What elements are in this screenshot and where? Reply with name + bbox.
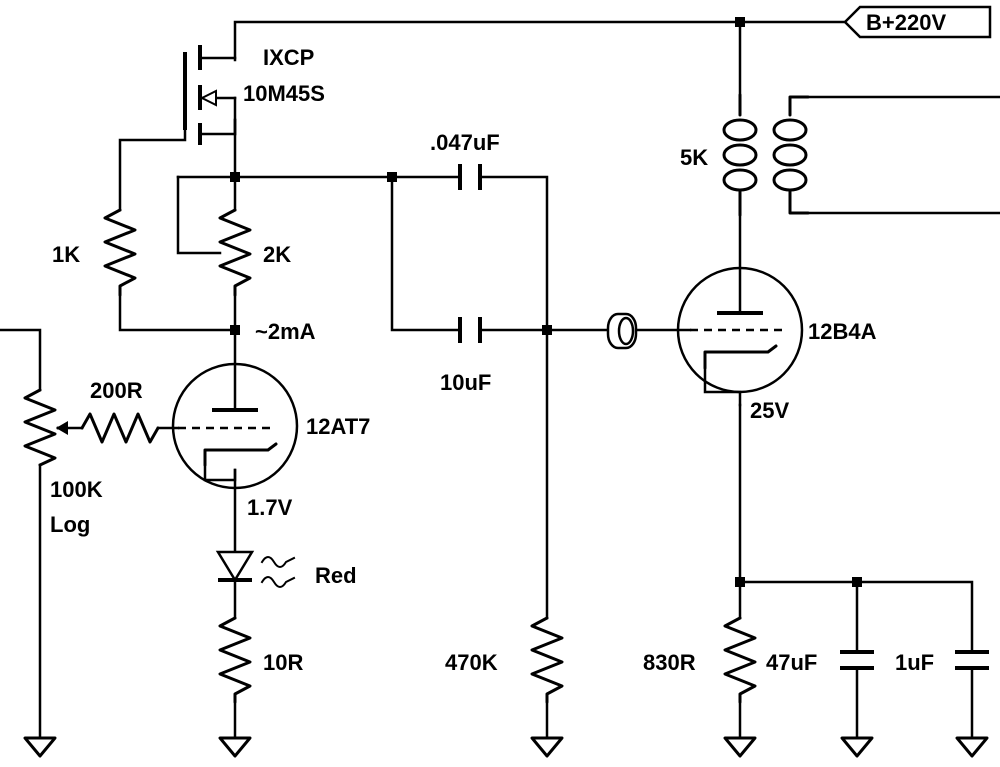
capacitor-10uf bbox=[458, 317, 482, 343]
label-pot-taper: Log bbox=[50, 512, 90, 537]
label-led: Red bbox=[315, 563, 357, 588]
label-cap-1u: 1uF bbox=[895, 650, 934, 675]
resistor-2k bbox=[218, 208, 252, 297]
label-830r: 830R bbox=[643, 650, 696, 675]
label-cathode-out-v: 25V bbox=[750, 398, 789, 423]
label-tube-in: 12AT7 bbox=[306, 414, 370, 439]
ground-symbol bbox=[218, 736, 252, 758]
ground-symbol bbox=[955, 736, 989, 758]
junctions bbox=[230, 17, 862, 587]
junction-dot bbox=[735, 577, 745, 587]
ground-symbol bbox=[530, 736, 564, 758]
label-current: ~2mA bbox=[255, 319, 316, 344]
junction-dot bbox=[230, 325, 240, 335]
label-cap-047: .047uF bbox=[430, 130, 500, 155]
label-2k: 2K bbox=[263, 242, 291, 267]
resistor-10r bbox=[218, 616, 252, 704]
label-200r: 200R bbox=[90, 378, 143, 403]
resistor-830r bbox=[723, 616, 757, 704]
ferrite-bead bbox=[606, 312, 638, 350]
led bbox=[215, 550, 296, 588]
wires bbox=[0, 20, 1000, 740]
label-pot-value: 100K bbox=[50, 477, 103, 502]
ground-symbol bbox=[723, 736, 757, 758]
junction-dot bbox=[852, 577, 862, 587]
label-cap-10u: 10uF bbox=[440, 370, 491, 395]
resistor-1k bbox=[103, 208, 137, 297]
label-cathode-in-v: 1.7V bbox=[247, 495, 293, 520]
mosfet-symbol bbox=[183, 45, 237, 145]
ground-symbols bbox=[23, 736, 989, 758]
potentiometer-100k bbox=[23, 388, 68, 467]
junction-dot bbox=[387, 172, 397, 182]
supply-flag: B+220V bbox=[843, 5, 992, 39]
capacitor-047uf bbox=[458, 164, 482, 190]
tube-12b4a bbox=[676, 266, 804, 407]
label-1k: 1K bbox=[52, 242, 80, 267]
mosfet-label-line2: 10M45S bbox=[243, 81, 325, 106]
ground-symbol bbox=[23, 736, 57, 758]
resistor-470k bbox=[530, 616, 564, 704]
label-10r: 10R bbox=[263, 650, 303, 675]
capacitor-47uf bbox=[840, 650, 874, 670]
supply-label: B+220V bbox=[866, 10, 946, 35]
label-cap-47u: 47uF bbox=[766, 650, 817, 675]
label-470k: 470K bbox=[445, 650, 498, 675]
junction-dot bbox=[230, 172, 240, 182]
output-transformer bbox=[722, 93, 810, 217]
mosfet-label-line1: IXCP bbox=[263, 45, 314, 70]
junction-dot bbox=[735, 17, 745, 27]
label-xfmr: 5K bbox=[680, 145, 708, 170]
ground-symbol bbox=[840, 736, 874, 758]
capacitor-1uf bbox=[955, 650, 989, 670]
tube-12at7 bbox=[171, 362, 299, 490]
junction-dot bbox=[542, 325, 552, 335]
label-tube-out: 12B4A bbox=[808, 319, 877, 344]
resistor-200r bbox=[80, 412, 160, 444]
